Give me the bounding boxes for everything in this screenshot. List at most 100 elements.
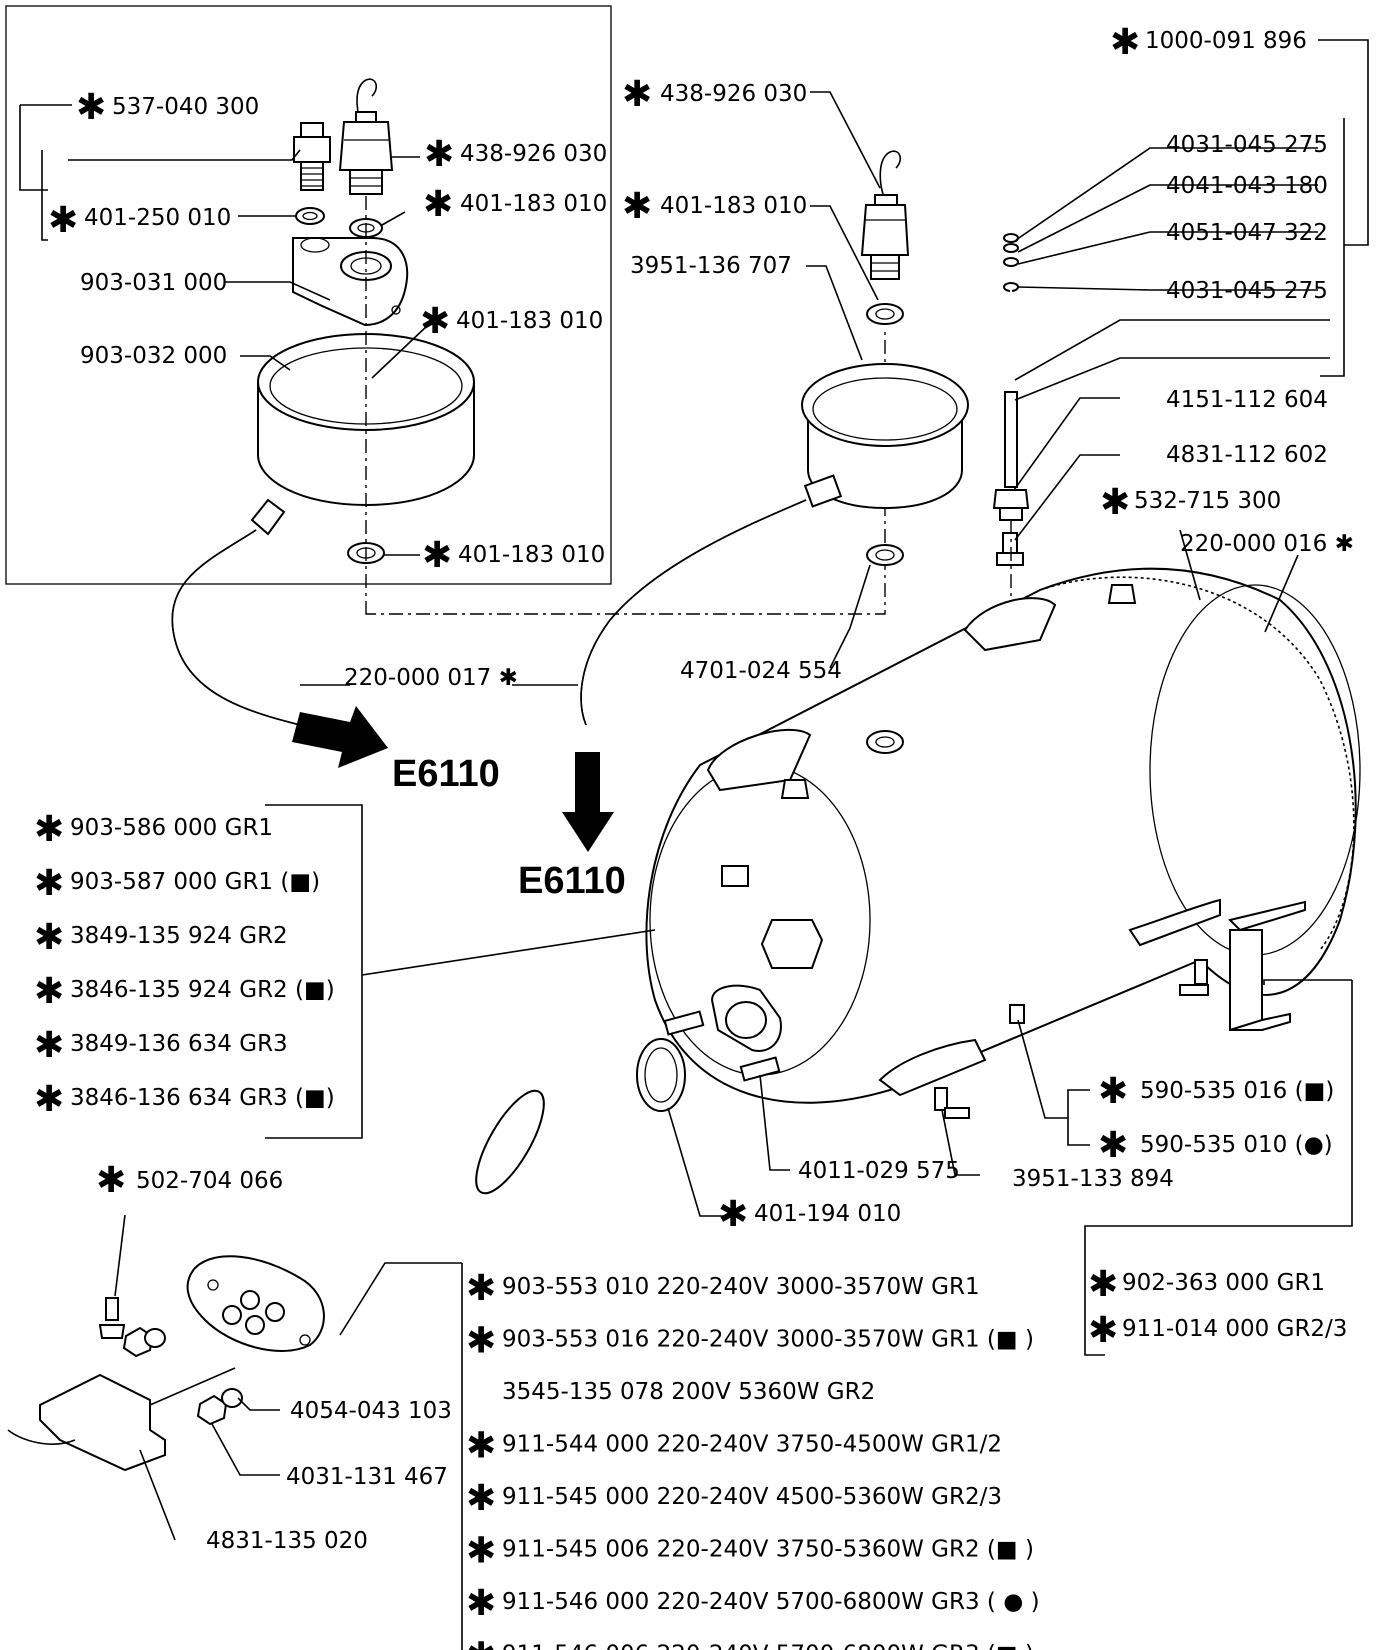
heating-element-part-list: ✱903-553 010 220-240V 3000-3570W GR1✱903… bbox=[466, 1268, 1040, 1650]
star-marker: ✱ bbox=[466, 1478, 496, 1519]
star-marker: ✱ bbox=[718, 1194, 748, 1235]
inset-nipple-fitting bbox=[293, 122, 331, 191]
star-marker: ✱ bbox=[1100, 482, 1130, 523]
label-401-194-010: 401-194 010 bbox=[754, 1201, 901, 1227]
flange-gasket bbox=[636, 1038, 686, 1112]
label-590-535-010: 590-535 010 (●) bbox=[1140, 1132, 1333, 1158]
label-4701-024-554: 4701-024 554 bbox=[680, 658, 842, 684]
hose-left bbox=[171, 529, 321, 731]
inset-safety-valve bbox=[338, 78, 394, 195]
element-list-item-3: 3545-135 078 200V 5360W GR2 bbox=[502, 1379, 875, 1405]
inset-connector-block bbox=[292, 237, 409, 327]
label-438-926-030: 438-926 030 bbox=[660, 81, 807, 107]
label-4151-112-604: 4151-112 604 bbox=[1166, 387, 1328, 413]
inset-frame bbox=[5, 5, 612, 585]
bracket-part-list: ✱902-363 000 GR1✱911-014 000 GR2/3 bbox=[1088, 1264, 1347, 1351]
boiler-tank bbox=[645, 567, 1361, 1104]
star-marker: ✱ bbox=[424, 134, 454, 175]
bracket-list-item-2: 911-014 000 GR2/3 bbox=[1122, 1316, 1347, 1342]
label-502-704-066: 502-704 066 bbox=[136, 1168, 283, 1194]
star-marker: ✱ bbox=[34, 917, 64, 958]
label-4051-047-322: 4051-047 322 bbox=[1166, 220, 1328, 246]
hose-center bbox=[580, 499, 807, 726]
star-marker: ✱ bbox=[76, 87, 106, 128]
mounting-bracket bbox=[1228, 900, 1306, 1031]
star-marker: ✱ bbox=[466, 1268, 496, 1309]
label-4031-045-275: 4031-045 275 bbox=[1166, 132, 1328, 158]
arrow-left bbox=[292, 706, 388, 768]
label-590-535-016: 590-535 016 (■) bbox=[1140, 1078, 1334, 1104]
label-4031-045-275: 4031-045 275 bbox=[1166, 278, 1328, 304]
element-list-item-7: 911-546 000 220-240V 5700-6800W GR3 ( ● … bbox=[502, 1589, 1040, 1615]
element-list-item-4: 911-544 000 220-240V 3750-4500W GR1/2 bbox=[502, 1432, 1002, 1458]
boiler-part-list: ✱903-586 000 GR1✱903-587 000 GR1 (■)✱384… bbox=[34, 809, 335, 1120]
thermostat-and-screw bbox=[7, 1297, 243, 1472]
star-marker: ✱ bbox=[1110, 22, 1140, 63]
label-401-183-010: 401-183 010 bbox=[660, 193, 807, 219]
label-220-000-016: 220-000 016 ✱ bbox=[1180, 531, 1354, 557]
inset-washer bbox=[295, 207, 325, 225]
star-marker: ✱ bbox=[423, 184, 453, 225]
label-532-715-300: 532-715 300 bbox=[1134, 488, 1281, 514]
label-1000-091-896: 1000-091 896 bbox=[1145, 28, 1307, 54]
label-4041-043-180: 4041-043 180 bbox=[1166, 173, 1328, 199]
star-marker: ✱ bbox=[34, 809, 64, 850]
label-3951-133-894: 3951-133 894 bbox=[1012, 1166, 1174, 1192]
star-marker: ✱ bbox=[1088, 1264, 1118, 1305]
star-marker: ✱ bbox=[1098, 1125, 1128, 1166]
bracket-list-item-1: 902-363 000 GR1 bbox=[1122, 1270, 1325, 1296]
label-4831-112-602: 4831-112 602 bbox=[1166, 442, 1328, 468]
element-list-item-8: 911-546 006 220-240V 5700-6800W GR3 (■ ) bbox=[502, 1642, 1034, 1650]
star-marker: ✱ bbox=[1088, 1310, 1118, 1351]
center-washer bbox=[866, 303, 904, 325]
star-marker: ✱ bbox=[622, 74, 652, 115]
center-group-head bbox=[801, 363, 969, 510]
boiler-side-fittings bbox=[934, 959, 1209, 1119]
label-401-183-010: 401-183 010 bbox=[460, 191, 607, 217]
boiler-list-item-6: 3846-136 634 GR3 (■) bbox=[70, 1085, 335, 1111]
star-marker: ✱ bbox=[466, 1636, 496, 1650]
star-marker: ✱ bbox=[96, 1160, 126, 1201]
label-537-040-300: 537-040 300 bbox=[112, 94, 259, 120]
label-4054-043-103: 4054-043 103 bbox=[290, 1398, 452, 1424]
label-220-000-017: 220-000 017 ✱ bbox=[344, 665, 518, 691]
label-401-183-010: 401-183 010 bbox=[458, 542, 605, 568]
label-438-926-030: 438-926 030 bbox=[460, 141, 607, 167]
inset-group-head bbox=[250, 333, 475, 536]
star-marker: ✱ bbox=[34, 863, 64, 904]
boiler-list-item-5: 3849-136 634 GR3 bbox=[70, 1031, 288, 1057]
element-list-item-1: 903-553 010 220-240V 3000-3570W GR1 bbox=[502, 1274, 980, 1300]
star-marker: ✱ bbox=[34, 1025, 64, 1066]
boiler-list-item-3: 3849-135 924 GR2 bbox=[70, 923, 288, 949]
boiler-list-item-2: 903-587 000 GR1 (■) bbox=[70, 869, 320, 895]
element-list-item-6: 911-545 006 220-240V 3750-5360W GR2 (■ ) bbox=[502, 1537, 1034, 1563]
element-list-item-5: 911-545 000 220-240V 4500-5360W GR2/3 bbox=[502, 1484, 1002, 1510]
star-marker: ✱ bbox=[466, 1583, 496, 1624]
center-washer bbox=[866, 544, 904, 566]
label-903-031-000: 903-031 000 bbox=[80, 270, 227, 296]
boiler-list-item-4: 3846-135 924 GR2 (■) bbox=[70, 977, 335, 1003]
label-903-032-000: 903-032 000 bbox=[80, 343, 227, 369]
label-4011-029-575: 4011-029 575 bbox=[798, 1158, 960, 1184]
boiler-top-washer bbox=[866, 730, 904, 754]
label-401-250-010: 401-250 010 bbox=[84, 205, 231, 231]
element-list-item-2: 903-553 016 220-240V 3000-3570W GR1 (■ ) bbox=[502, 1327, 1034, 1353]
label-4031-131-467: 4031-131 467 bbox=[286, 1464, 448, 1490]
label-3951-136-707: 3951-136 707 bbox=[630, 253, 792, 279]
star-marker: ✱ bbox=[48, 200, 78, 241]
star-marker: ✱ bbox=[34, 1079, 64, 1120]
flow-label-e6110-center: E6110 bbox=[518, 860, 626, 902]
center-safety-valve bbox=[860, 150, 910, 280]
flow-label-e6110-left: E6110 bbox=[392, 753, 500, 795]
label-401-183-010: 401-183 010 bbox=[456, 308, 603, 334]
star-marker: ✱ bbox=[622, 186, 652, 227]
label-4831-135-020: 4831-135 020 bbox=[206, 1528, 368, 1554]
star-marker: ✱ bbox=[422, 535, 452, 576]
star-marker: ✱ bbox=[466, 1321, 496, 1362]
boiler-list-item-1: 903-586 000 GR1 bbox=[70, 815, 273, 841]
star-marker: ✱ bbox=[466, 1531, 496, 1572]
arrow-center bbox=[562, 752, 614, 852]
leader-lines bbox=[19, 39, 1369, 1650]
heating-element bbox=[186, 1089, 604, 1352]
